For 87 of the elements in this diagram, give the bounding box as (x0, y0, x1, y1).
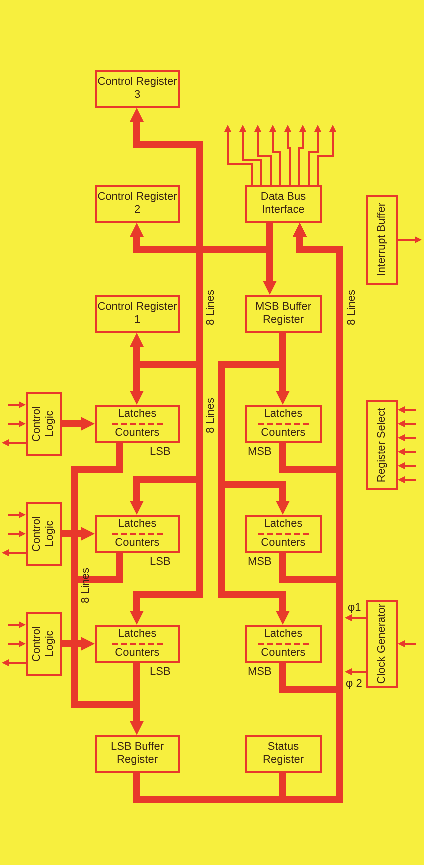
bus-width-label: 8 Lines (205, 398, 217, 434)
bus-arrow (130, 663, 144, 735)
bus-width-label: 8 Lines (80, 568, 92, 604)
bus-arrow (62, 417, 95, 431)
bit-order-label: LSB (150, 556, 171, 568)
bus-arrow (62, 527, 95, 541)
block-label: Control Logic (31, 405, 57, 444)
block-sublabel: Counters (258, 643, 309, 660)
signal-arrow (398, 476, 416, 484)
block-sublabel: Counters (258, 423, 309, 440)
bus-arrow (62, 637, 95, 651)
block-label: Control Register 2 (97, 191, 178, 217)
block-sublabel: Counters (112, 423, 163, 440)
signal-arrow (398, 406, 416, 414)
signal-arrow (298, 125, 306, 185)
signal-arrow (8, 420, 26, 428)
bit-order-label: MSB (248, 446, 272, 458)
block-box (95, 185, 180, 223)
block-box (366, 400, 398, 490)
edge-label: φ 2 (346, 678, 362, 690)
block-label: Interrupt Buffer (376, 203, 388, 277)
block-sublabel: Counters (258, 533, 309, 550)
bus-width-label: 8 Lines (346, 290, 358, 326)
signal-arrow (8, 402, 26, 408)
signal-arrow (2, 440, 26, 446)
signal-arrow (224, 125, 253, 185)
block-box (245, 625, 322, 663)
block-box (26, 502, 62, 566)
block-sublabel: Counters (112, 643, 163, 660)
signal-arrow (308, 125, 322, 185)
signal-arrow (8, 512, 26, 518)
block-label: MSB Buffer Register (254, 301, 313, 327)
block-box (95, 515, 180, 553)
signal-arrow (398, 448, 416, 456)
block-box (245, 515, 322, 553)
block-box (95, 625, 180, 663)
signal-arrow (240, 125, 262, 185)
signal-arrow (345, 614, 366, 622)
block-box (95, 70, 180, 108)
block-label: LSB Buffer Register (110, 741, 165, 767)
bus-width-label: 8 Lines (205, 290, 217, 326)
block-sublabel: Counters (112, 533, 163, 550)
signal-arrow (317, 125, 336, 186)
signal-arrow (398, 420, 416, 428)
signal-arrow (284, 125, 292, 185)
bit-order-label: LSB (150, 446, 171, 458)
block-label: Control Register 1 (97, 301, 178, 327)
block-label: Latches (264, 628, 303, 641)
block-label: Latches (118, 628, 157, 641)
block-box (366, 195, 398, 285)
signal-arrow (270, 125, 282, 185)
signal-arrow (254, 125, 272, 185)
signal-arrow (8, 640, 26, 648)
signal-arrow (8, 622, 26, 628)
bit-order-label: MSB (248, 666, 272, 678)
signal-arrow (398, 640, 416, 648)
block-label: Latches (118, 518, 157, 531)
block-box (245, 735, 322, 773)
block-box (366, 600, 398, 688)
block-box (95, 295, 180, 333)
block-box (26, 612, 62, 676)
signal-arrow (2, 660, 26, 666)
signal-arrow (345, 668, 366, 676)
block-label: Data Bus Interface (260, 191, 308, 217)
edge-label: φ1 (348, 602, 362, 614)
block-label: Clock Generator (376, 604, 388, 684)
block-label: Register Select (376, 408, 388, 482)
block-label: Latches (264, 408, 303, 421)
bit-order-label: LSB (150, 666, 171, 678)
signal-arrow (2, 550, 26, 556)
block-box (245, 185, 322, 223)
block-label: Control Register 3 (97, 76, 178, 102)
block-label: Latches (264, 518, 303, 531)
block-box (26, 392, 62, 456)
bit-order-label: MSB (248, 556, 272, 568)
block-label: Control Logic (31, 515, 57, 554)
block-box (95, 735, 180, 773)
block-box (95, 405, 180, 443)
block-box (245, 405, 322, 443)
signal-arrow (398, 434, 416, 442)
block-label: Control Logic (31, 625, 57, 664)
block-label: Status Register (262, 741, 305, 767)
block-box (245, 295, 322, 333)
signal-arrow (398, 462, 416, 470)
signal-arrow (398, 236, 422, 244)
signal-arrow (8, 530, 26, 538)
block-label: Latches (118, 408, 157, 421)
